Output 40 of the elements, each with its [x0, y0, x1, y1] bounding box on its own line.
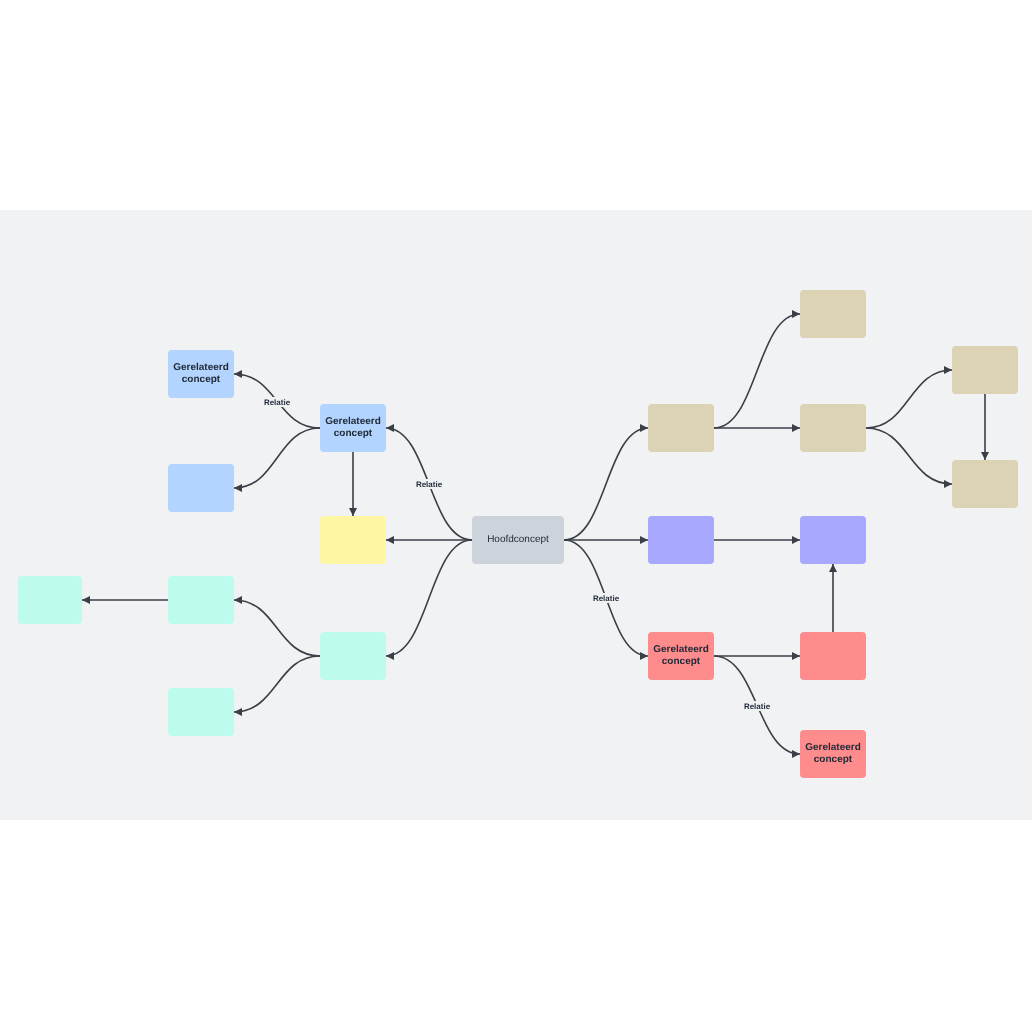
- concept-box: [18, 576, 82, 624]
- arrow: [713, 655, 801, 757]
- concept-box: [320, 516, 386, 564]
- concept-box: [168, 350, 234, 398]
- arrow: [349, 451, 357, 517]
- arrow: [829, 563, 837, 633]
- concept-box: [952, 460, 1018, 508]
- concept-box: [800, 404, 866, 452]
- arrow: [981, 393, 989, 461]
- concept-box: [800, 516, 866, 564]
- concept-box: [648, 404, 714, 452]
- concept-box: [472, 516, 564, 564]
- arrow: [563, 539, 649, 659]
- concept-box: [168, 464, 234, 512]
- arrow: [385, 425, 473, 541]
- arrow: [81, 596, 169, 604]
- concept-box: [952, 346, 1018, 394]
- arrow: [563, 425, 649, 541]
- concept-box: [800, 730, 866, 778]
- concept-box: [648, 632, 714, 680]
- concept-box: [800, 290, 866, 338]
- arrow: [563, 536, 649, 544]
- concept-box: [800, 632, 866, 680]
- arrow: [233, 596, 321, 657]
- arrow: [233, 427, 321, 491]
- concept-box: [168, 688, 234, 736]
- arrow: [865, 427, 953, 488]
- arrow: [713, 311, 801, 429]
- concept-box: [648, 516, 714, 564]
- arrow: [385, 539, 473, 659]
- arrow: [865, 366, 953, 429]
- concept-box: [320, 404, 386, 452]
- arrow: [385, 536, 473, 544]
- arrow: [233, 655, 321, 716]
- concept-box: [168, 576, 234, 624]
- arrow: [713, 424, 801, 432]
- arrow: [713, 652, 801, 660]
- arrow: [713, 536, 801, 544]
- concept-box: [320, 632, 386, 680]
- arrow: [233, 370, 321, 429]
